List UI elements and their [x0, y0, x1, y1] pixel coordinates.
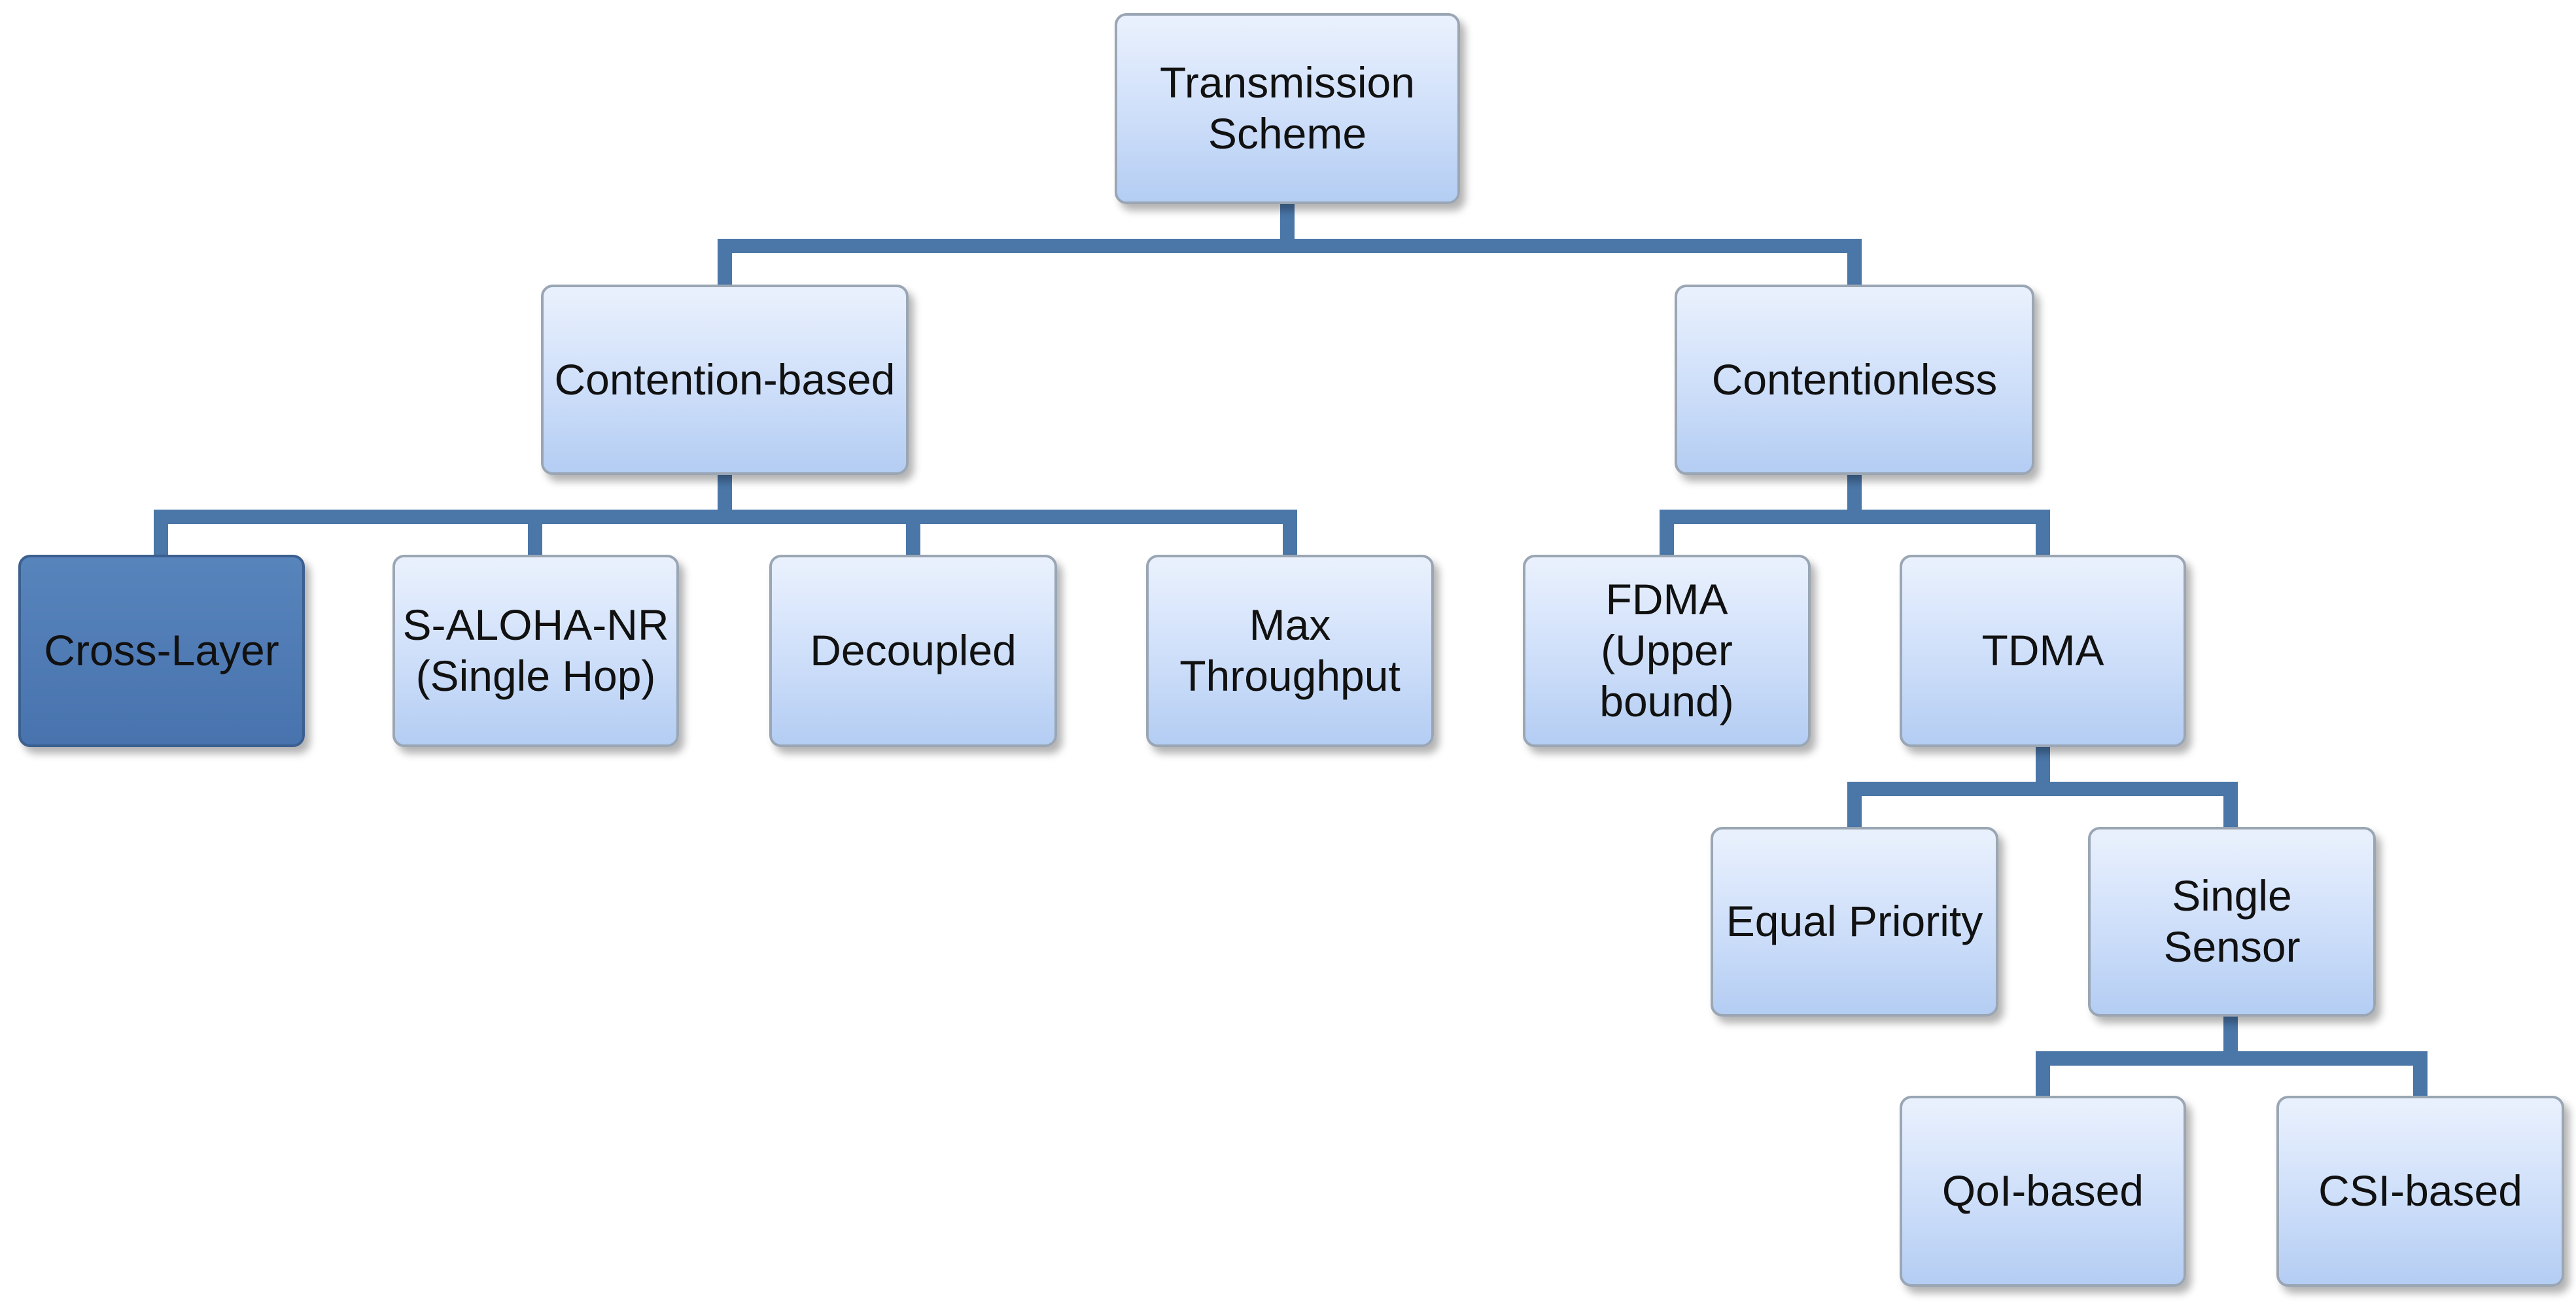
node-label: Cross-Layer	[44, 626, 279, 675]
node-transmission-scheme: Transmission Scheme	[1115, 13, 1460, 204]
node-contention-based: Contention-based	[541, 285, 909, 475]
node-s-aloha-nr: S-ALOHA-NR (Single Hop)	[392, 555, 679, 747]
node-fdma: FDMA (Upper bound)	[1523, 555, 1811, 747]
node-label: FDMA (Upper bound)	[1599, 575, 1734, 725]
node-equal-priority: Equal Priority	[1711, 827, 1998, 1017]
node-label: TDMA	[1981, 626, 2104, 675]
node-max-throughput: Max Throughput	[1146, 555, 1434, 747]
node-label: QoI-based	[1941, 1166, 2144, 1215]
node-label: Transmission Scheme	[1160, 58, 1415, 158]
node-tdma: TDMA	[1900, 555, 2186, 747]
node-label: Single Sensor	[2163, 871, 2301, 971]
node-decoupled: Decoupled	[769, 555, 1057, 747]
node-label: Max Throughput	[1179, 601, 1401, 700]
node-label: Contention-based	[554, 355, 896, 404]
node-qoi-based: QoI-based	[1900, 1096, 2186, 1287]
node-label: CSI-based	[2318, 1166, 2522, 1215]
node-contentionless: Contentionless	[1675, 285, 2034, 475]
node-single-sensor: Single Sensor	[2088, 827, 2376, 1017]
node-label: Contentionless	[1711, 355, 1998, 404]
node-label: S-ALOHA-NR (Single Hop)	[402, 601, 669, 700]
node-label: Equal Priority	[1726, 897, 1983, 946]
node-label: Decoupled	[810, 626, 1017, 675]
node-cross-layer: Cross-Layer	[18, 555, 305, 747]
node-csi-based: CSI-based	[2276, 1096, 2564, 1287]
